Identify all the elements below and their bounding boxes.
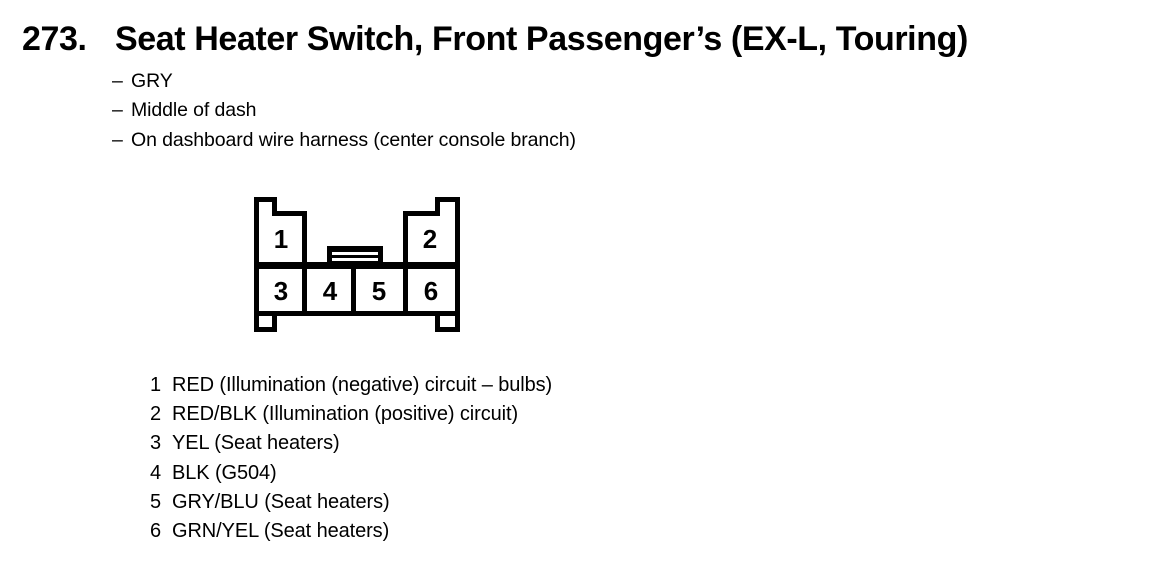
legend-pin-description: BLK (G504)	[172, 461, 277, 484]
legend-pin-number: 2	[149, 403, 161, 426]
section-number: 273.	[22, 20, 87, 58]
pin-legend-row: 4 BLK (G504)	[146, 459, 552, 488]
pin-2-number: 2	[423, 224, 437, 254]
pin-numbers: 1 2 3 4 5 6	[274, 224, 438, 306]
note-item: – GRY	[112, 67, 576, 96]
note-item: – Middle of dash	[112, 96, 576, 125]
legend-pin-number: 4	[149, 461, 161, 484]
legend-pin-number: 6	[149, 520, 161, 543]
connector-outline	[254, 197, 460, 332]
legend-pin-description: RED (Illumination (negative) circuit – b…	[172, 374, 553, 396]
connector-svg: 1 2 3 4 5 6	[254, 197, 460, 332]
pin-1-number: 1	[274, 224, 288, 254]
note-text: On dashboard wire harness (center consol…	[131, 128, 576, 151]
legend-pin-description: YEL (Seat heaters)	[172, 432, 340, 455]
dash-bullet: –	[112, 70, 123, 92]
dash-bullet: –	[112, 99, 123, 122]
legend-pin-description: RED/BLK (Illumination (positive) circuit…	[172, 403, 518, 426]
notes-list: – GRY – Middle of dash – On dashboard wi…	[112, 67, 576, 155]
legend-pin-description: GRY/BLU (Seat heaters)	[172, 490, 390, 513]
note-item: – On dashboard wire harness (center cons…	[112, 126, 576, 155]
pin-legend-row: 3 YEL (Seat heaters)	[146, 429, 552, 458]
pin-legend-row: 5 GRY/BLU (Seat heaters)	[146, 488, 552, 517]
pin-3-number: 3	[274, 276, 288, 306]
connector-latch	[327, 246, 383, 263]
legend-pin-number: 1	[149, 374, 161, 396]
legend-pin-description: GRN/YEL (Seat heaters)	[172, 520, 390, 543]
pin-legend-row: 6 GRN/YEL (Seat heaters)	[146, 517, 552, 546]
pin-legend: 1 RED (Illumination (negative) circuit –…	[146, 371, 552, 546]
legend-pin-number: 3	[149, 432, 161, 455]
pin-5-number: 5	[372, 276, 386, 306]
pin-legend-row: 1 RED (Illumination (negative) circuit –…	[146, 371, 552, 400]
pin-6-number: 6	[424, 276, 438, 306]
connector-diagram: 1 2 3 4 5 6	[252, 195, 464, 335]
page-title: Seat Heater Switch, Front Passenger’s (E…	[115, 20, 968, 58]
pin-legend-row: 2 RED/BLK (Illumination (positive) circu…	[146, 400, 552, 429]
legend-pin-number: 5	[149, 490, 161, 513]
heading: 273. Seat Heater Switch, Front Passenger…	[22, 20, 968, 59]
pin-4-number: 4	[323, 276, 338, 306]
note-text: Middle of dash	[131, 99, 257, 122]
dash-bullet: –	[112, 128, 123, 151]
note-text: GRY	[131, 70, 173, 92]
